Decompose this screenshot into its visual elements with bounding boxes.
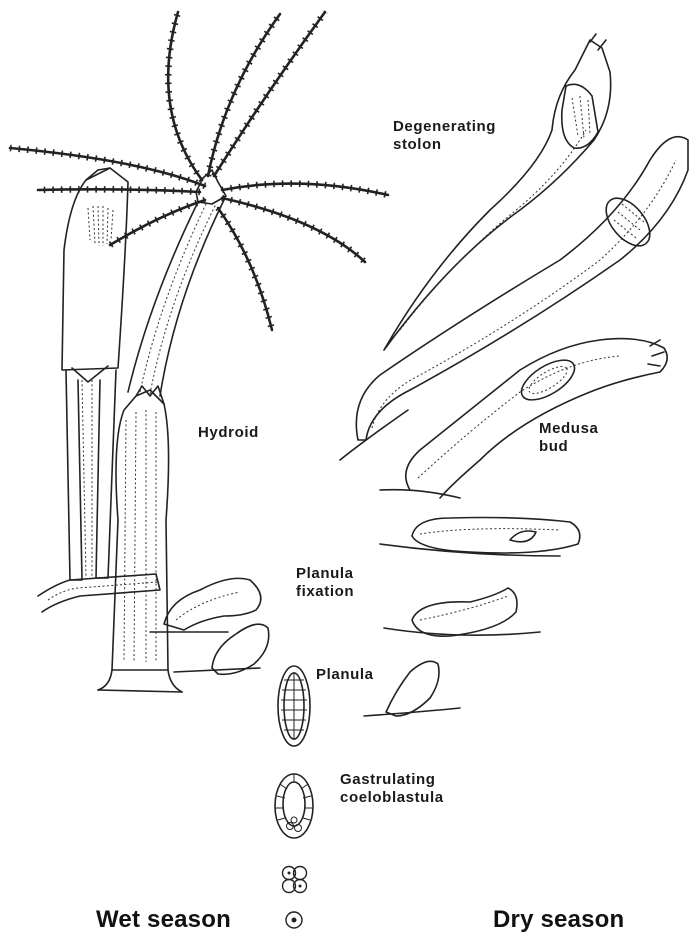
label-medusa-bud: Medusa bud [539, 420, 598, 456]
label-medusa-bud-line2: bud [539, 438, 598, 456]
label-hydroid: Hydroid [198, 424, 259, 442]
gastrulating-coeloblastula [275, 774, 313, 838]
label-planula-fixation-line1: Planula [296, 565, 354, 583]
label-gastrulating-coeloblastula-line2: coeloblastula [340, 789, 444, 807]
dry-planula-stages [364, 518, 580, 717]
label-planula: Planula [316, 666, 374, 684]
egg-cell [286, 912, 302, 928]
label-wet-season: Wet season [96, 906, 231, 934]
label-gastrulating-coeloblastula-line1: Gastrulating [340, 771, 444, 789]
label-medusa-bud-line1: Medusa [539, 420, 598, 438]
label-gastrulating-coeloblastula: Gastrulating coeloblastula [340, 771, 444, 807]
degenerating-stolon [340, 34, 688, 460]
label-degenerating-stolon-line1: Degenerating [393, 118, 496, 136]
label-degenerating-stolon-line2: stolon [393, 136, 496, 154]
label-planula-fixation: Planula fixation [296, 565, 354, 601]
hydroid-tentacles [10, 12, 388, 330]
label-degenerating-stolon: Degenerating stolon [393, 118, 496, 154]
medusa-bud-stolon [380, 339, 667, 498]
label-dry-season: Dry season [493, 906, 624, 934]
wet-planula [278, 666, 310, 746]
cleavage-embryo [283, 867, 307, 893]
label-planula-fixation-line2: fixation [296, 583, 354, 601]
